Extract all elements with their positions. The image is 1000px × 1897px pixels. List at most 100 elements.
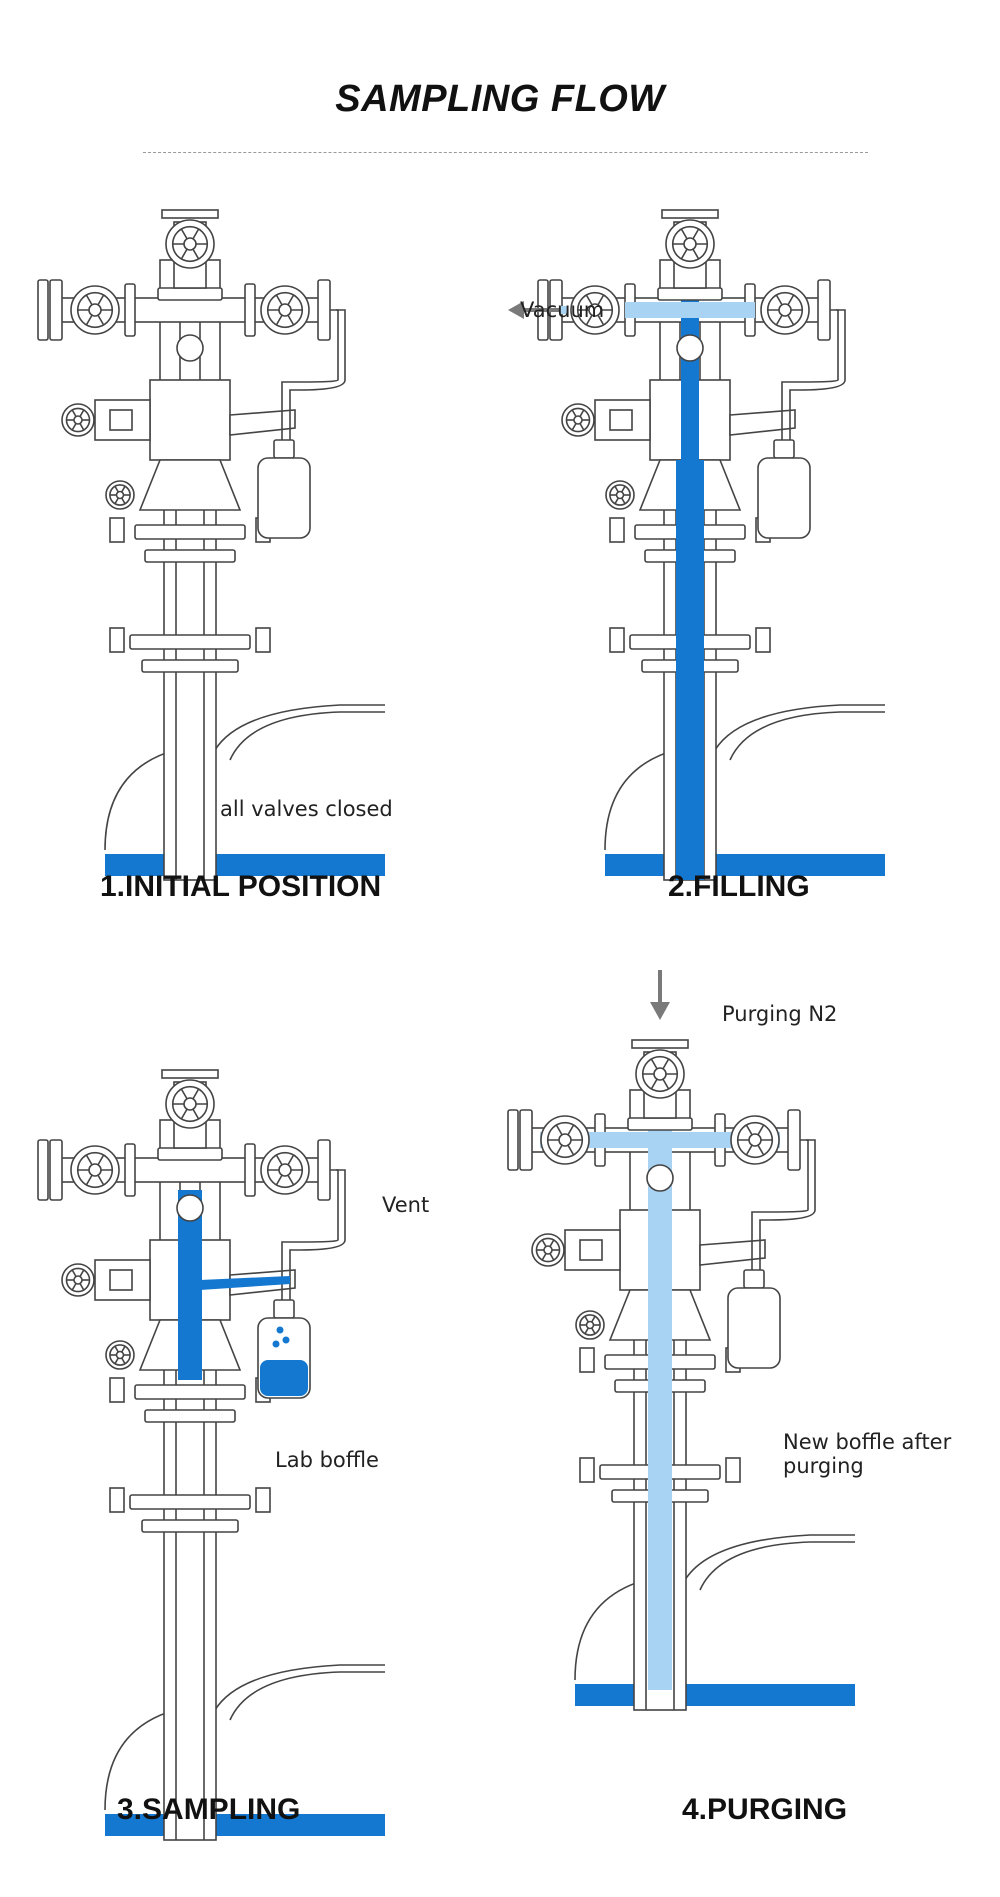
sample-bottle <box>257 457 311 539</box>
note-vent: Vent <box>382 1193 430 1217</box>
cross-flange-right <box>817 279 831 341</box>
actuator-window <box>109 409 133 431</box>
mount-flange-2 <box>144 549 236 563</box>
left-handwheel-rim <box>546 1121 584 1159</box>
sample-needle <box>729 409 796 436</box>
vent-line <box>789 309 846 440</box>
left-end-cap <box>37 279 49 341</box>
sample-needle <box>229 409 296 436</box>
left-handwheel-hub <box>88 303 102 317</box>
drain-knob-hub <box>115 1350 125 1360</box>
cross-flange-right <box>787 1109 801 1171</box>
right-handwheel-rim <box>766 291 804 329</box>
top-valve-flange <box>157 1147 223 1161</box>
needle-liquid <box>200 1276 290 1290</box>
actuator-window <box>579 1239 603 1261</box>
left-handwheel-rim <box>576 291 614 329</box>
note-all-valves-closed: all valves closed <box>220 797 393 821</box>
bottle-neck <box>273 1299 295 1319</box>
left-handwheel-hub <box>558 1133 572 1147</box>
right-handwheel-hub <box>778 303 792 317</box>
top-valve-flange <box>157 287 223 301</box>
cross-flange-inner-right <box>244 283 256 337</box>
actuator-housing <box>94 399 151 441</box>
ball-valve <box>646 1164 674 1192</box>
top-handwheel-hub <box>183 1097 197 1111</box>
vacuum-arrow-head <box>508 301 524 319</box>
vent-line-inner <box>281 309 339 440</box>
tank-shoulder-right-inner <box>699 1541 855 1591</box>
tank-shoulder-right-inner <box>229 711 385 761</box>
sampling-valve-diagram <box>507 970 855 1711</box>
dip-tube-outer <box>163 1319 217 1841</box>
title-divider <box>143 152 868 153</box>
cross-flange-inner-left <box>124 1143 136 1197</box>
tank-shoulder-right <box>714 704 885 751</box>
vent-line-inner <box>281 1169 339 1300</box>
drain-knob-hub <box>115 490 125 500</box>
bottle-sample-liquid <box>260 1360 308 1396</box>
liquid-droplet-2 <box>272 1340 280 1348</box>
bottle-neck <box>773 439 795 459</box>
actuator-housing <box>564 1229 621 1271</box>
left-end-cap <box>507 1109 519 1171</box>
actuator-knob-rim <box>565 407 591 433</box>
cross-flange-left <box>49 1139 63 1201</box>
sample-valve-neck <box>138 459 242 511</box>
actuator-knob-hub <box>543 1245 553 1255</box>
cross-flange-right <box>317 279 331 341</box>
note-lab-boffle: Lab boffle <box>275 1448 379 1472</box>
left-handwheel-hub <box>88 1163 102 1177</box>
top-valve-flange <box>627 1117 693 1131</box>
flange-bolt-left-0 <box>579 1347 595 1373</box>
sample-bottle <box>727 1287 781 1369</box>
vacuum-port <box>560 306 568 314</box>
cross-purge <box>540 1132 780 1148</box>
panel-initial-position: all valves closed 1.INITIAL POSITION <box>0 200 440 920</box>
top-valve-flange <box>657 287 723 301</box>
caption-filling: 2.FILLING <box>668 870 810 903</box>
actuator-housing <box>94 1259 151 1301</box>
tank-shoulder-left <box>104 1709 176 1811</box>
actuator-knob-hub <box>573 415 583 425</box>
vent-line <box>289 309 346 440</box>
sample-valve-body <box>149 379 231 461</box>
top-cap <box>631 1039 689 1049</box>
cross-flange-left <box>49 279 63 341</box>
top-handwheel-hub <box>653 1067 667 1081</box>
bottle-neck <box>273 439 295 459</box>
vent-line-inner <box>781 309 839 440</box>
top-handwheel-hub <box>683 237 697 251</box>
note-purging-n2: Purging N2 <box>722 1002 838 1026</box>
flange-bolt-left-1 <box>109 627 125 653</box>
actuator-window <box>609 409 633 431</box>
actuator-knob-hub <box>73 1275 83 1285</box>
flange-bolt-right-1 <box>755 627 771 653</box>
mount-flange-1 <box>134 1384 246 1400</box>
stem-purge <box>648 1100 672 1690</box>
ball-valve <box>176 334 204 362</box>
caption-initial-position: 1.INITIAL POSITION <box>100 870 382 903</box>
panel-filling: Vacuum 2.FILLING <box>500 200 940 920</box>
flange-bolt-left-1 <box>579 1457 595 1483</box>
vent-line <box>759 1139 816 1270</box>
top-handwheel-hub <box>183 237 197 251</box>
top-cap <box>161 209 219 219</box>
cross-flange-inner-right <box>244 1143 256 1197</box>
purge-arrow-head <box>650 1002 670 1020</box>
flange-bolt-left-1 <box>109 1487 125 1513</box>
flange-bolt-right-1 <box>255 627 271 653</box>
note-new-boffle-after-purging: New boffle after purging <box>783 1430 952 1478</box>
left-end-cap <box>37 1139 49 1201</box>
mount-flange-4 <box>141 659 239 673</box>
cross-liquid <box>625 302 755 318</box>
flange-bolt-left-0 <box>609 517 625 543</box>
tank-shoulder-left <box>104 749 176 851</box>
tank-liquid <box>575 1684 855 1706</box>
liquid-droplet-0 <box>276 1326 284 1334</box>
sample-bottle <box>757 457 811 539</box>
cross-flange-left <box>519 1109 533 1171</box>
tank-shoulder-right <box>214 704 385 751</box>
caption-purging: 4.PURGING <box>682 1793 848 1826</box>
top-handwheel-rim <box>671 225 709 263</box>
